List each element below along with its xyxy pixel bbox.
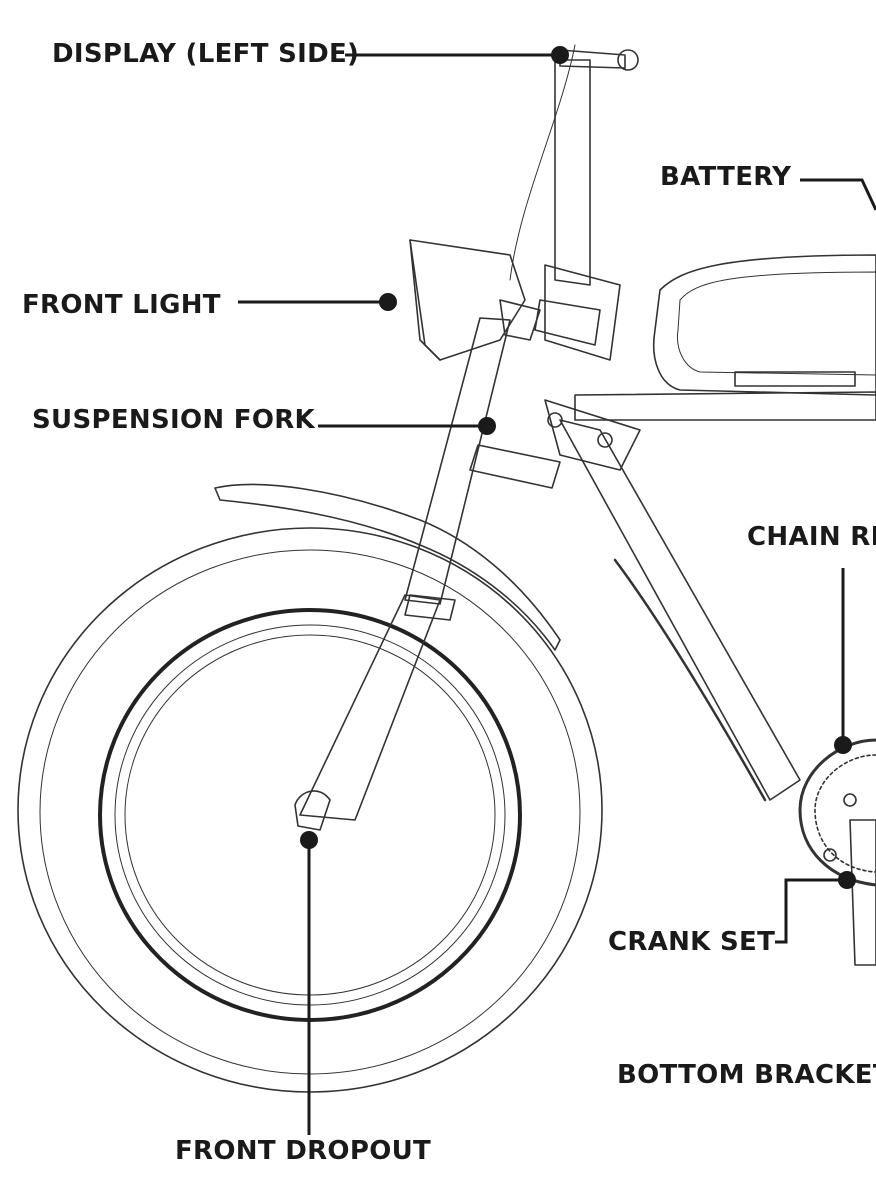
dropout-detail — [294, 790, 331, 831]
top-tube — [574, 391, 876, 421]
fork-lower-leg — [299, 594, 441, 821]
down-tube-cable — [613, 558, 767, 802]
handlebar-grip-end — [617, 49, 639, 71]
chainring-edge — [798, 738, 876, 887]
label-suspension-fork: SUSPENSION FORK — [32, 405, 315, 435]
crank-bolt — [843, 793, 857, 807]
front-light-body — [409, 239, 526, 361]
down-tube — [559, 419, 801, 801]
head-tube — [544, 264, 621, 361]
label-chain-ring: CHAIN RI — [747, 522, 876, 552]
dot-suspension-fork — [478, 417, 496, 435]
dot-display — [551, 46, 569, 64]
battery-inner — [676, 271, 876, 376]
leader-battery — [800, 178, 876, 211]
dot-front-light — [379, 293, 397, 311]
frame-bolt-2 — [597, 432, 613, 448]
front-light-mount — [499, 299, 541, 341]
label-display: DISPLAY (LEFT SIDE) — [52, 39, 360, 69]
handlebar-riser — [554, 59, 591, 286]
dot-front-dropout — [300, 831, 318, 849]
front-light-lens — [409, 239, 441, 361]
leader-crank-set — [775, 878, 845, 944]
battery-logo-plate — [734, 371, 856, 387]
dot-crank-set — [838, 871, 856, 889]
fork-clamp-lower — [404, 594, 456, 621]
crank-bolt-2 — [823, 848, 837, 862]
handlebar-top — [559, 49, 626, 69]
label-crank-set: CRANK SET — [608, 927, 776, 957]
fork-upper — [404, 317, 511, 605]
label-battery: BATTERY — [660, 162, 792, 192]
fork-clamp — [469, 444, 561, 489]
dot-chain-ring — [834, 736, 852, 754]
chainring-teeth — [814, 754, 876, 873]
battery-pack — [653, 254, 876, 396]
label-front-dropout: FRONT DROPOUT — [175, 1136, 432, 1166]
frame-bolt — [547, 412, 563, 428]
label-front-light: FRONT LIGHT — [22, 290, 221, 320]
crank-arm — [849, 819, 876, 966]
frame-gusset — [544, 399, 641, 471]
front-fender — [214, 483, 561, 651]
handlebar-cable — [509, 44, 576, 281]
label-bottom-bracket: BOTTOM BRACKET — [617, 1060, 876, 1090]
